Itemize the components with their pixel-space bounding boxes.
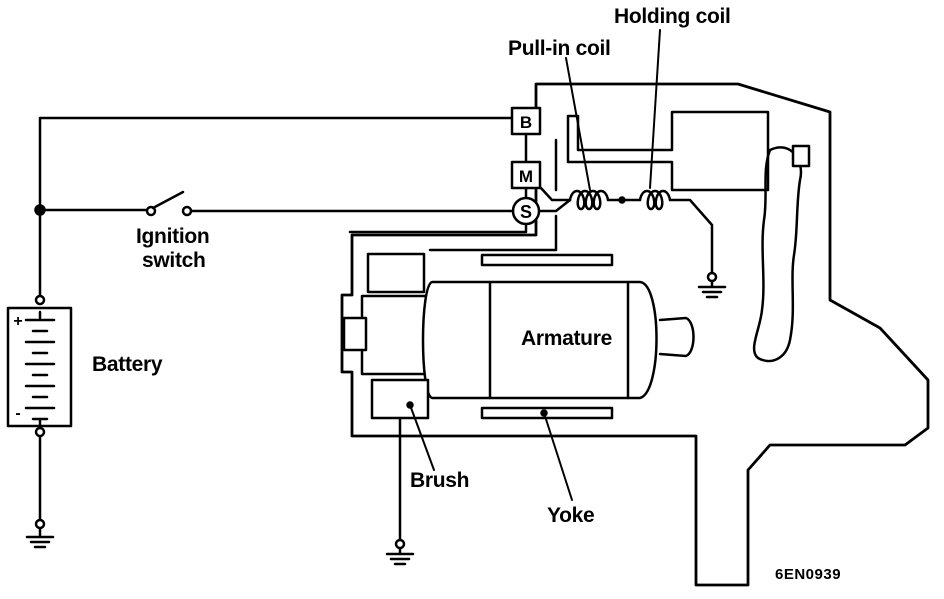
terminal-s-label: S [520, 202, 532, 222]
ground-brush [385, 538, 415, 566]
wire-battery-to-b [38, 116, 514, 302]
shift-lever [752, 146, 803, 363]
ignition-switch-symbol [145, 190, 193, 217]
junction-dot [34, 204, 46, 216]
terminal-m-label: M [519, 167, 533, 186]
solenoid-chamber [554, 110, 770, 192]
leader-brush [409, 404, 435, 471]
leader-holding-coil [649, 29, 661, 189]
ground-battery [25, 518, 55, 549]
starter-housing-outline [340, 82, 930, 587]
battery-plus-label: + [13, 313, 22, 330]
battery-symbol [6, 294, 73, 438]
wiring [38, 116, 514, 522]
armature-body [421, 280, 658, 400]
pull-in-coil-label: Pull-in coil [508, 37, 611, 60]
wire-m-to-coil [538, 185, 572, 202]
motor-section [342, 252, 695, 542]
terminal-s [511, 196, 541, 226]
lever-pivot [791, 144, 811, 168]
leader-pull-in-coil [565, 57, 591, 191]
terminal-b-label: B [520, 113, 532, 132]
holding-coil-symbol [638, 189, 672, 211]
pull-in-coil-symbol [568, 189, 610, 211]
battery-minus-label: - [15, 405, 20, 422]
leader-yoke [543, 412, 573, 501]
yoke-label: Yoke [547, 504, 595, 527]
wire-m-to-brush [428, 214, 558, 252]
ignition-switch-label-line1: Ignition [136, 225, 210, 248]
wire-s-to-coil [538, 198, 572, 213]
terminal-m [510, 160, 542, 190]
wire-s-to-motor [348, 223, 528, 234]
ground-holding-coil [697, 271, 727, 299]
figure-code-label: 6EN0939 [775, 566, 842, 583]
armature-label: Armature [521, 327, 612, 350]
brush-block [370, 378, 430, 420]
battery-label: Battery [92, 353, 163, 376]
coil-junction-dot [618, 196, 626, 204]
holding-coil-ground-wire [668, 198, 714, 275]
brush-label: Brush [410, 469, 470, 492]
holding-coil-label: Holding coil [614, 5, 731, 28]
ignition-switch-label-line2: switch [142, 249, 206, 272]
yoke-block [480, 406, 614, 420]
